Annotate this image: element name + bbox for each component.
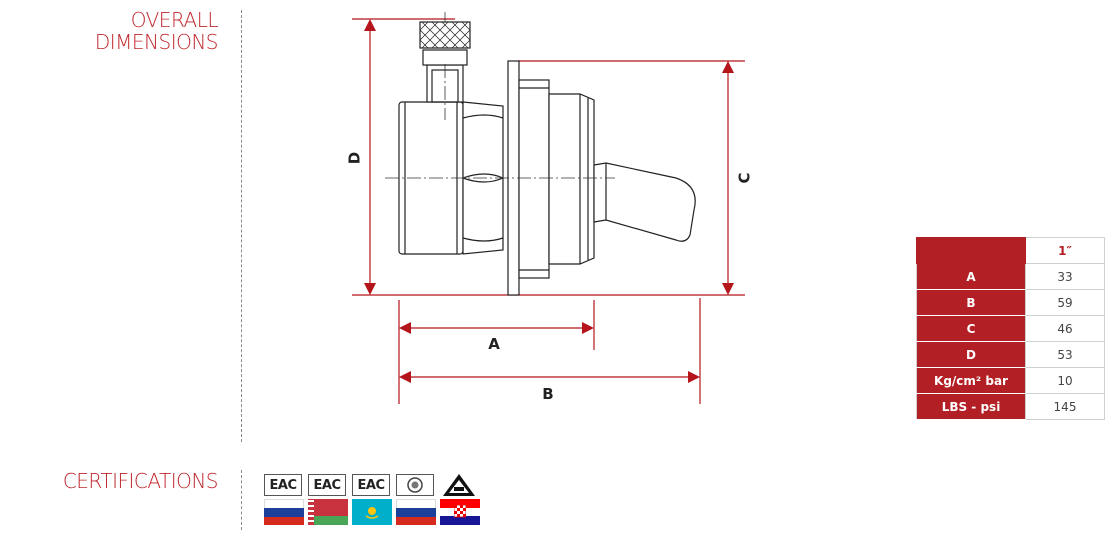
dimension-arrows [364,19,734,383]
row-label: Kg/cm² bar [916,367,1026,394]
row-value: 46 [1025,315,1105,342]
row-value: 10 [1025,367,1105,394]
croatia-flag-icon [440,499,480,526]
dim-label-a: A [488,335,500,353]
eac-mark: EAC [264,474,302,496]
russia-flag-icon [264,499,304,525]
dim-label-c: C [736,172,754,183]
kazakhstan-flag-icon [352,499,392,525]
dim-label-b: B [542,385,553,403]
row-label: A [916,263,1026,290]
overall-dimensions-heading: OVERALL DIMENSIONS [94,8,219,54]
section-divider [241,10,242,442]
row-label: LBS - psi [916,393,1026,420]
section-divider [241,470,242,530]
russia-flag-icon [396,499,436,525]
certifications-heading: CERTIFICATIONS [62,469,219,493]
eac-mark: EAC [308,474,346,496]
row-label: B [916,289,1026,316]
certification-seal-icon [396,474,434,496]
valve-dimension-drawing: A B C D [346,12,754,404]
row-label: C [916,315,1026,342]
row-value: 145 [1025,393,1105,420]
table-size-header: 1″ [1025,237,1105,264]
certification-marks: EAC EAC EAC [264,474,480,526]
row-value: 53 [1025,341,1105,368]
zik-triangle-icon [440,474,478,496]
eac-mark: EAC [352,474,390,496]
belarus-flag-icon [308,499,348,525]
row-label: D [916,341,1026,368]
row-value: 33 [1025,263,1105,290]
table-corner [916,237,1026,264]
dim-label-d: D [346,152,364,164]
row-value: 59 [1025,289,1105,316]
